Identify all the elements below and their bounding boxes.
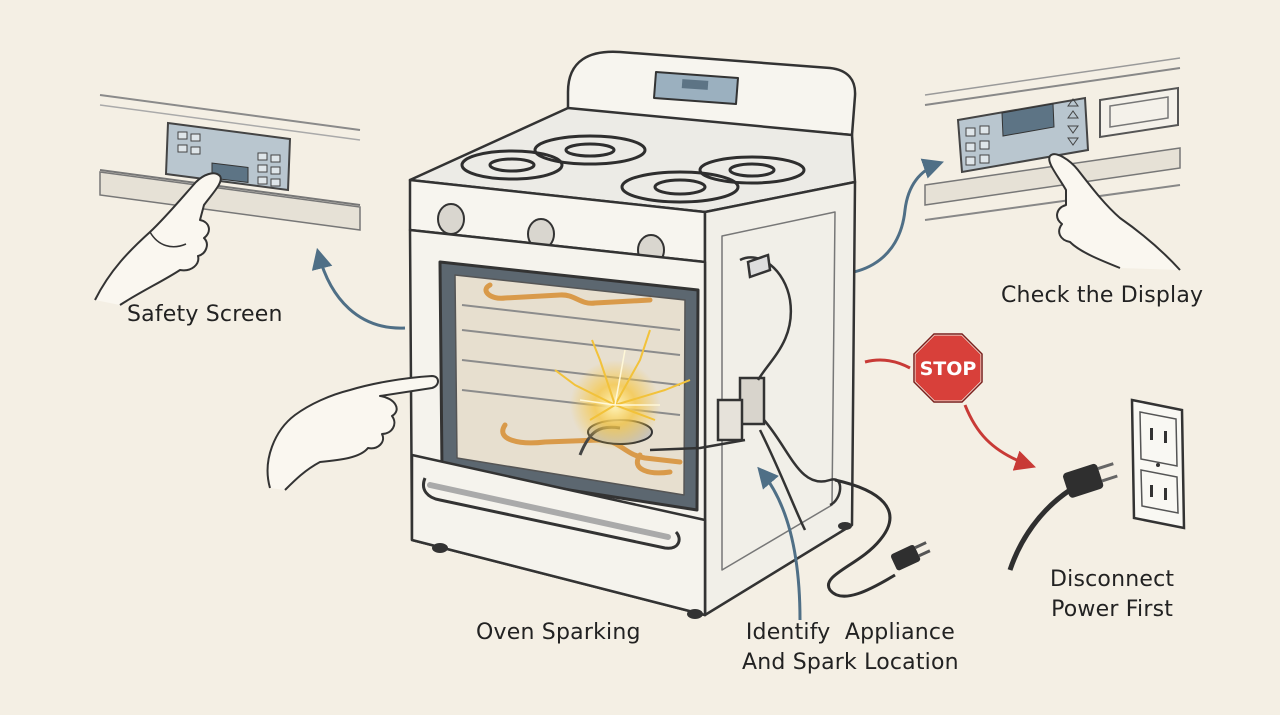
label-disconnect-line2: Power First [1051, 597, 1174, 622]
check-display-panel-illustration [924, 57, 1181, 271]
plug-icon [890, 541, 931, 571]
arrow-to-stop [864, 358, 911, 370]
label-disconnect-line1: Disconnect [1050, 567, 1175, 592]
hand-icon [94, 172, 222, 306]
oven-illustration [408, 50, 857, 619]
spark-icon [554, 329, 691, 450]
oven-knobs [437, 203, 665, 266]
label-safety-screen: Safety Screen [127, 302, 283, 327]
arrow-to-outlet [963, 404, 1036, 471]
label-check-display: Check the Display [1001, 283, 1204, 308]
stop-sign-icon: STOP [912, 332, 984, 404]
unplugged-cord [1007, 487, 1072, 571]
label-identify-line1: Identify Appliance [745, 620, 955, 645]
burner-grates [460, 134, 806, 204]
pointing-hand-icon [266, 375, 439, 491]
label-disconnect-power: Disconnect Power First [1050, 565, 1174, 625]
safety-screen-panel-illustration [94, 94, 361, 306]
heating-elements [483, 282, 683, 476]
ignitor-wiring [649, 253, 842, 531]
arrow-to-spark-location [757, 466, 802, 621]
hand-icon [1048, 153, 1181, 271]
drawer-handle [422, 477, 681, 550]
label-identify-appliance: Identify Appliance And Spark Location [742, 618, 959, 678]
power-cord [826, 478, 896, 598]
control-panel-display [164, 121, 292, 192]
label-oven-sparking: Oven Sparking [476, 620, 641, 645]
unplugged-plug-icon [1063, 462, 1118, 498]
stop-sign-text: STOP [920, 358, 977, 380]
label-identify-line2: And Spark Location [742, 650, 959, 675]
arrow-to-safety-screen [311, 247, 406, 330]
wall-outlet-icon [1130, 398, 1186, 530]
